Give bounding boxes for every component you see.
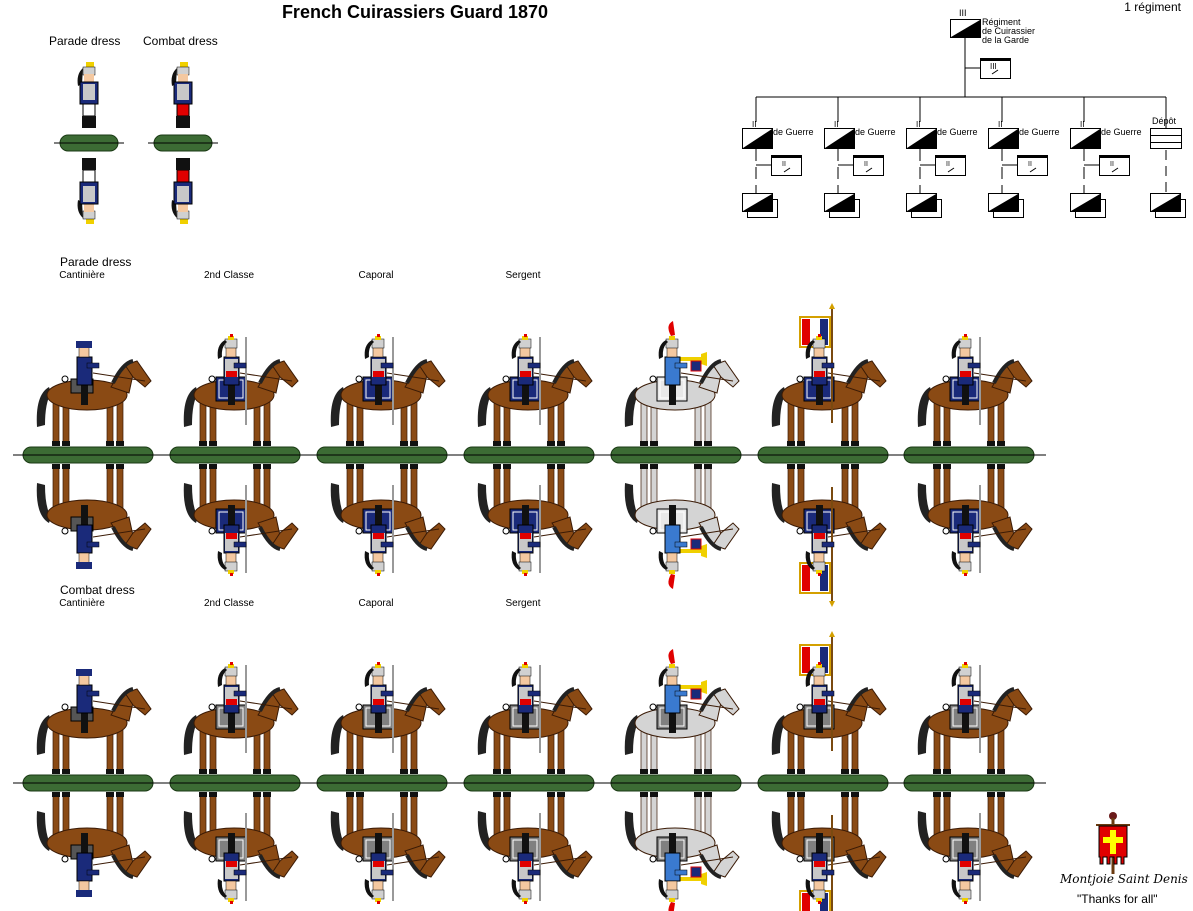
hq-echelon: II — [1028, 161, 1032, 168]
mounted-figure-cantiniere — [13, 295, 165, 569]
mounted-figure-standard — [748, 623, 900, 911]
figure-upper — [624, 321, 740, 446]
figure-label: Sergent — [505, 270, 541, 281]
mounted-figure-cantiniere — [13, 623, 165, 897]
standing-figure — [148, 62, 218, 227]
figure-label: Caporal — [358, 270, 394, 281]
figure-reflection — [36, 464, 152, 569]
figure-label: Caporal — [358, 598, 394, 609]
battalion-label: de Guerre — [855, 127, 896, 137]
figure-reflection — [771, 792, 887, 911]
figure-reflection — [183, 464, 299, 576]
hq-echelon: II — [946, 161, 950, 168]
standing-figure — [54, 62, 124, 227]
figure-reflection — [330, 464, 446, 576]
figure-label: Cantinière — [59, 270, 105, 281]
top-label-parade: Parade dress — [49, 34, 121, 48]
battalion-label: de Guerre — [773, 127, 814, 137]
regiment-symbol — [950, 19, 981, 38]
mounted-figure-trumpeter — [601, 623, 753, 911]
figure-upper — [917, 662, 1033, 774]
figure-reflection — [36, 792, 152, 897]
figure-upper — [183, 662, 299, 774]
mounted-figure-trooper — [894, 295, 1046, 576]
regiment-label-3: de la Garde — [982, 35, 1029, 45]
mounted-figure-trooper — [307, 623, 459, 904]
figure-upper — [917, 334, 1033, 446]
figure-reflection — [624, 792, 740, 911]
battalion-unit: II de Guerre II — [1070, 97, 1142, 218]
figure-label: 2nd Classe — [203, 598, 255, 609]
regiment-hq-symbol — [980, 58, 1011, 79]
montjoie-banner-icon — [1096, 812, 1130, 874]
hq-echelon: III — [990, 62, 997, 71]
row-heading: Combat dress — [60, 583, 135, 597]
figure-reflection — [917, 792, 1033, 904]
strength-label: 1 régiment — [1124, 0, 1181, 14]
battalion-label: de Guerre — [1019, 127, 1060, 137]
mounted-figure-trooper — [454, 623, 606, 904]
row-heading: Parade dress — [60, 255, 132, 269]
mounted-figure-trooper — [454, 295, 606, 576]
figure-label: Sergent — [505, 598, 541, 609]
thanks-text: "Thanks for all" — [1077, 892, 1158, 906]
figure-upper — [330, 334, 446, 446]
figure-label: Cantinière — [59, 598, 105, 609]
top-label-combat: Combat dress — [143, 34, 218, 48]
page-title: French Cuirassiers Guard 1870 — [281, 2, 549, 22]
figure-upper — [771, 631, 887, 774]
org-chart: III Régiment de Cuirassier de la Garde I… — [742, 8, 1186, 218]
figure-reflection — [917, 464, 1033, 576]
regiment-echelon: III — [959, 8, 967, 18]
motto-text: Montjoie Saint Denis — [1060, 872, 1188, 886]
figure-upper — [624, 649, 740, 774]
mounted-figure-trooper — [307, 295, 459, 576]
battalion-unit: II de Guerre II — [906, 97, 978, 218]
figure-upper — [477, 662, 593, 774]
hq-echelon: II — [864, 161, 868, 168]
battalion-echelon: II — [834, 120, 838, 129]
mounted-figure-trumpeter — [601, 295, 753, 589]
mounted-figure-trooper — [160, 295, 312, 576]
figure-reflection — [477, 792, 593, 904]
figure-reflection — [477, 464, 593, 576]
mounted-figure-trooper — [160, 623, 312, 904]
battalion-unit: II de Guerre II — [824, 97, 896, 218]
figure-upper — [36, 341, 152, 446]
hq-echelon: II — [1110, 161, 1114, 168]
figure-upper — [771, 303, 887, 446]
figure-upper — [36, 669, 152, 774]
battalion-echelon: II — [916, 120, 920, 129]
figure-upper — [477, 334, 593, 446]
battalion-echelon: II — [752, 120, 756, 129]
figure-label: 2nd Classe — [203, 270, 255, 281]
figure-reflection — [330, 792, 446, 904]
figure-upper — [183, 334, 299, 446]
battalion-unit: II de Guerre II — [742, 97, 814, 218]
battalion-label: de Guerre — [1101, 127, 1142, 137]
regiment-label-1: Régiment — [982, 17, 1021, 27]
depot-label: Dépôt — [1152, 116, 1177, 126]
figure-reflection — [624, 464, 740, 589]
battalion-echelon: II — [998, 120, 1002, 129]
battalion-label: de Guerre — [937, 127, 978, 137]
figure-upper — [330, 662, 446, 774]
mounted-figure-standard — [748, 295, 900, 607]
figure-reflection — [183, 792, 299, 904]
battalion-echelon: II — [1080, 120, 1084, 129]
depot-unit: Dépôt — [1150, 97, 1186, 218]
regiment-label-2: de Cuirassier — [982, 26, 1035, 36]
mounted-figure-trooper — [894, 623, 1046, 904]
battalion-unit: II de Guerre II — [988, 97, 1060, 218]
figure-reflection — [771, 464, 887, 607]
hq-echelon: II — [782, 161, 786, 168]
